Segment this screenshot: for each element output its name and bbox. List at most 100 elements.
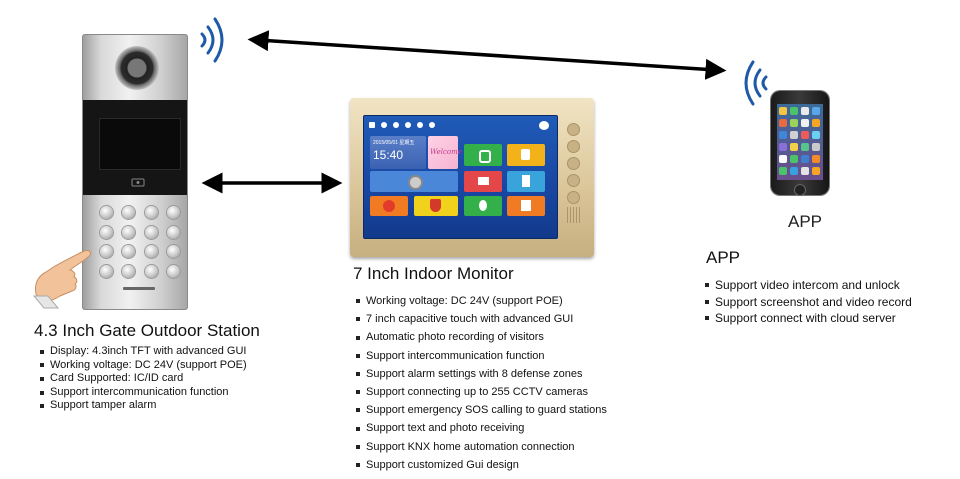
keypad-key bbox=[144, 225, 158, 239]
keypad-key bbox=[99, 264, 113, 278]
phone-label: APP bbox=[788, 212, 823, 231]
indoor-monitor-feature-list: Working voltage: DC 24V (support POE) 7 … bbox=[356, 292, 607, 474]
monitor-tile[interactable] bbox=[370, 171, 458, 192]
status-bar bbox=[369, 120, 549, 130]
screen-welcome: Welcome bbox=[430, 148, 462, 156]
app-icon bbox=[790, 143, 798, 151]
scene-tile[interactable] bbox=[464, 196, 502, 216]
keypad-key bbox=[122, 225, 136, 239]
side-user-button[interactable] bbox=[568, 141, 579, 152]
app-icon bbox=[790, 131, 798, 139]
app-icon bbox=[801, 107, 809, 115]
feature-item: Automatic photo recording of visitors bbox=[356, 328, 607, 346]
clock-tile[interactable]: 2015/05/01 星期五 15:40 bbox=[370, 136, 426, 169]
card-reader-icon bbox=[131, 178, 145, 187]
feature-item: Support connecting up to 255 CCTV camera… bbox=[356, 383, 607, 401]
outdoor-station-lcd bbox=[99, 118, 181, 170]
feature-item: Display: 4.3inch TFT with advanced GUI bbox=[40, 345, 247, 359]
monitor-speaker-grille bbox=[567, 207, 581, 223]
keypad-key bbox=[99, 225, 113, 239]
app-icon bbox=[790, 167, 798, 175]
welcome-tile[interactable]: Welcome bbox=[428, 136, 462, 169]
feature-item: 7 inch capacitive touch with advanced GU… bbox=[356, 310, 607, 328]
side-message-button[interactable] bbox=[568, 158, 579, 169]
wifi-waves-icon bbox=[200, 17, 224, 63]
app-icon bbox=[790, 155, 798, 163]
app-icon bbox=[812, 131, 820, 139]
status-icon bbox=[405, 122, 411, 128]
feature-item: Working voltage: DC 24V (support POE) bbox=[40, 359, 247, 373]
status-icon bbox=[429, 122, 435, 128]
feature-item: Working voltage: DC 24V (support POE) bbox=[356, 292, 607, 310]
screen-time: 15:40 bbox=[373, 148, 404, 162]
screen-weekday: 星期五 bbox=[399, 140, 415, 146]
smartphone-app-grid bbox=[779, 107, 821, 177]
records-tile[interactable] bbox=[507, 171, 545, 192]
phone-home-button bbox=[794, 184, 806, 196]
side-home-button[interactable] bbox=[568, 192, 579, 203]
phone-icon bbox=[479, 150, 491, 163]
app-icon bbox=[812, 107, 820, 115]
side-unlock-button[interactable] bbox=[568, 175, 579, 186]
keypad-key bbox=[99, 245, 113, 259]
app-icon bbox=[801, 119, 809, 127]
wifi-waves-icon bbox=[744, 60, 768, 106]
status-icon bbox=[381, 122, 387, 128]
keypad-key bbox=[122, 206, 136, 220]
keypad-key bbox=[122, 264, 136, 278]
feature-item: Support tamper alarm bbox=[40, 399, 247, 413]
app-icon bbox=[779, 131, 787, 139]
unlock-tile[interactable] bbox=[507, 144, 545, 166]
pointing-hand-icon bbox=[32, 250, 91, 309]
feature-item: Support intercommunication function bbox=[356, 347, 607, 365]
keypad-key bbox=[122, 245, 136, 259]
settings-tile[interactable] bbox=[507, 196, 545, 216]
keypad-key bbox=[144, 206, 158, 220]
keypad-key bbox=[99, 206, 113, 220]
feature-item: Support connect with cloud server bbox=[705, 310, 912, 327]
document-icon bbox=[522, 175, 530, 187]
sos-tile[interactable] bbox=[370, 196, 408, 216]
keypad-key bbox=[167, 264, 181, 278]
keypad-key bbox=[167, 245, 181, 259]
app-icon bbox=[779, 167, 787, 175]
envelope-icon bbox=[478, 177, 489, 185]
gift-icon bbox=[521, 200, 531, 211]
outdoor-station-feature-list: Display: 4.3inch TFT with advanced GUI W… bbox=[40, 345, 247, 413]
side-call-button[interactable] bbox=[568, 124, 579, 135]
feature-item: Support customized Gui design bbox=[356, 456, 607, 474]
search-icon[interactable] bbox=[539, 120, 549, 130]
camera-icon bbox=[408, 175, 423, 190]
app-icon bbox=[801, 155, 809, 163]
app-title: APP bbox=[706, 248, 741, 267]
message-tile[interactable] bbox=[464, 171, 502, 192]
app-feature-list: Support video intercom and unlock Suppor… bbox=[705, 277, 912, 327]
feature-item: Support KNX home automation connection bbox=[356, 438, 607, 456]
app-icon bbox=[790, 119, 798, 127]
keypad-key bbox=[167, 206, 181, 220]
outdoor-station-keypad bbox=[96, 204, 184, 280]
app-icon bbox=[801, 131, 809, 139]
feature-item: Support alarm settings with 8 defense zo… bbox=[356, 365, 607, 383]
screen-date: 2015/05/01 bbox=[373, 140, 399, 146]
door-icon bbox=[521, 149, 530, 160]
app-icon bbox=[779, 143, 787, 151]
speaker-grille bbox=[123, 287, 155, 290]
camera-lens-icon bbox=[115, 46, 159, 90]
indoor-monitor-screen: 2015/05/01 星期五 15:40 Welcome bbox=[363, 115, 558, 239]
call-tile[interactable] bbox=[464, 144, 502, 166]
app-icon bbox=[779, 155, 787, 163]
app-icon bbox=[801, 167, 809, 175]
app-icon bbox=[812, 155, 820, 163]
app-icon bbox=[812, 119, 820, 127]
alarm-tile[interactable] bbox=[414, 196, 458, 216]
feature-item: Support emergency SOS calling to guard s… bbox=[356, 401, 607, 419]
app-icon bbox=[812, 167, 820, 175]
keypad-key bbox=[144, 264, 158, 278]
feature-item: Support screenshot and video record bbox=[705, 294, 912, 311]
app-icon bbox=[812, 143, 820, 151]
indoor-monitor-title: 7 Inch Indoor Monitor bbox=[353, 264, 514, 283]
app-icon bbox=[779, 107, 787, 115]
shield-icon bbox=[430, 199, 441, 212]
